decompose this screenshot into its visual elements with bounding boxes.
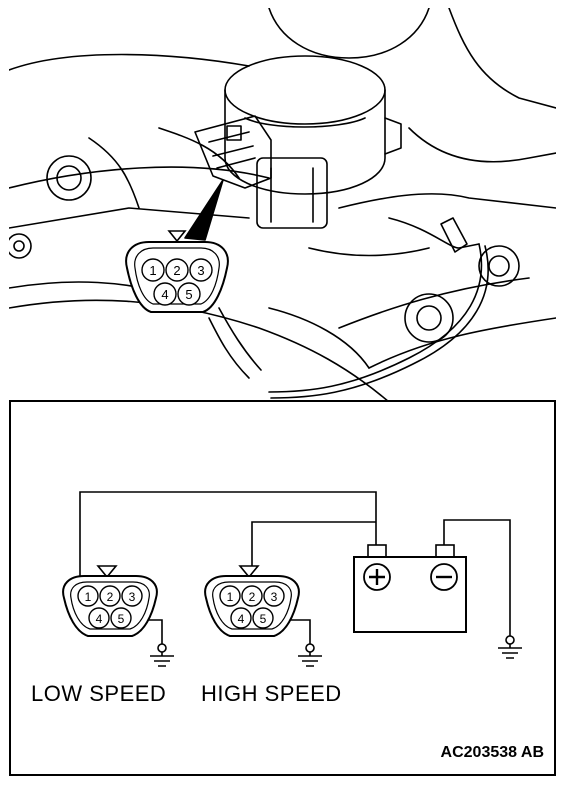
- engine-drawing: 1 2 3 4 5: [9, 8, 556, 400]
- low-speed-connector: 1 2 3 4 5: [62, 565, 158, 637]
- high-pin-4: 4: [238, 612, 245, 626]
- low-pin-3: 3: [129, 590, 136, 604]
- wire-high-speed: [251, 521, 376, 568]
- photo-pin-2: 2: [173, 263, 180, 278]
- plus-icon: [369, 569, 385, 585]
- low-pin-4: 4: [96, 612, 103, 626]
- photo-pin-5: 5: [185, 287, 192, 302]
- reference-code: AC203538 AB: [440, 744, 544, 761]
- photo-pin-4: 4: [161, 287, 168, 302]
- low-speed-label: LOW SPEED: [31, 681, 167, 706]
- battery-positive-terminal: [367, 544, 387, 558]
- photo-connector: 1 2 3 4 5: [125, 230, 229, 313]
- high-pin-1: 1: [227, 590, 234, 604]
- wire-battery-negative: [443, 519, 511, 636]
- ground-icon: [298, 643, 322, 667]
- photo-pin-3: 3: [197, 263, 204, 278]
- high-pin-2: 2: [249, 590, 256, 604]
- low-pin-2: 2: [107, 590, 114, 604]
- low-pin-5: 5: [118, 612, 125, 626]
- engine-illustration: 1 2 3 4 5: [9, 8, 556, 402]
- low-pin-1: 1: [85, 590, 92, 604]
- high-speed-connector: 1 2 3 4 5: [204, 565, 300, 637]
- high-pin-5: 5: [260, 612, 267, 626]
- high-speed-label: HIGH SPEED: [201, 681, 342, 706]
- high-pin-3: 3: [271, 590, 278, 604]
- battery: [353, 544, 467, 633]
- battery-negative-terminal: [435, 544, 455, 558]
- ground-icon: [498, 635, 522, 659]
- ground-icon: [150, 643, 174, 667]
- photo-pin-1: 1: [149, 263, 156, 278]
